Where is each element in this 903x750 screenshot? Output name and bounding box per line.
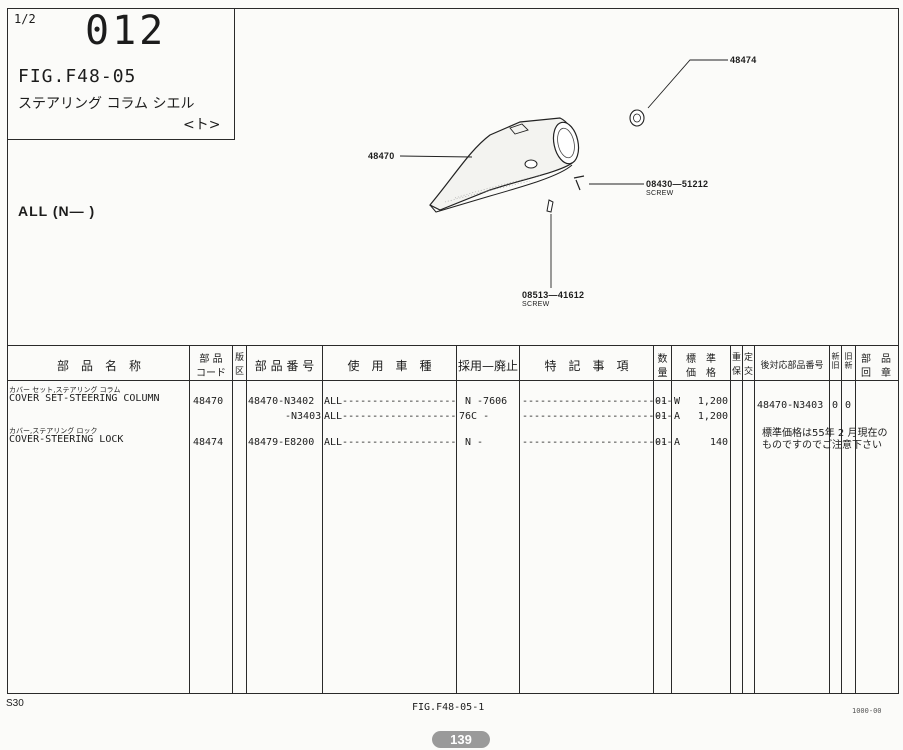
row3-price-code: A (674, 437, 681, 448)
col-header-juu-bot: 保 (731, 367, 741, 377)
row1-price-code: W (674, 396, 681, 407)
row1-remarks: ------------------------- (522, 396, 673, 407)
model-code: S30 (6, 698, 24, 709)
col-header-chapter-3: 品 (881, 354, 891, 365)
col-header-part-no: 部 品 番 号 (254, 359, 315, 373)
callout-08513: 08513—41612 (522, 290, 585, 300)
page-fraction: 1/2 (14, 12, 36, 26)
row1-after: 48470-N3403 (757, 400, 824, 411)
price-note-line2: ものですのでご注意下さい (762, 440, 882, 451)
row3-price: 140 (709, 437, 728, 448)
price-note-line1: 標準価格は55年 2 月現在の (762, 428, 888, 439)
callout-48474: 48474 (730, 55, 757, 65)
col-header-chapter-1: 部 (861, 354, 871, 365)
col-header-old-new: 旧新 (844, 352, 853, 370)
row1-name: COVER SET-STEERING COLUMN (9, 393, 160, 404)
leader-48474 (647, 59, 728, 109)
col-header-remarks: 特 記 事 項 (544, 359, 629, 373)
page-frame (7, 8, 899, 694)
callout-08513-type: SCREW (522, 301, 550, 308)
row2-remarks: ------------------------- (522, 411, 673, 422)
parts-table (7, 345, 899, 695)
row2-model: ALL------------------- (324, 411, 457, 422)
row1-code: 48470 (193, 396, 224, 407)
corner-code: 1000-00 (852, 707, 882, 715)
title-box (7, 8, 235, 140)
row1-new-old: 0 (832, 400, 839, 411)
row3-part-no: 48479-E8200 (248, 437, 315, 448)
row1-qty: 01 (655, 396, 668, 407)
col-header-after: 後対応部品番号 (760, 361, 824, 371)
figure-code: FIG.F48-05 (18, 66, 137, 87)
figure-ref: FIG.F48-05-1 (412, 702, 485, 713)
screw-drawing-1 (573, 175, 585, 191)
row2-adopt: 76C - (459, 411, 490, 422)
row1-model: ALL------------------- (324, 396, 457, 407)
callout-08430-type: SCREW (646, 190, 674, 197)
row1-part-no: 48470-N3402 (248, 396, 315, 407)
row2-part-no: -N3403 (285, 411, 322, 422)
col-header-qty-top: 数 (657, 354, 668, 365)
row3-qty: 01 (655, 437, 668, 448)
leader-48470 (399, 155, 473, 158)
row3-code: 48474 (193, 437, 224, 448)
column-cover-drawing (429, 117, 580, 213)
col-header-chapter-4: 章 (881, 368, 891, 379)
col-header-new-old: 新旧 (831, 352, 840, 370)
table-header-divider (7, 380, 899, 381)
col-header-juu-top: 重 (731, 353, 741, 363)
row1-adopt: N -7606 (465, 396, 508, 407)
group-number: 012 (85, 8, 167, 54)
part-group-sub: <ト> (183, 117, 221, 133)
col-header-qty-bot: 量 (657, 368, 668, 379)
col-header-adopt: 採用—廃止 (457, 359, 518, 373)
col-header-price-bot: 価 格 (686, 368, 716, 379)
lock-cover-drawing (629, 109, 645, 127)
page-number: 139 (432, 731, 490, 748)
applicability: ALL (N— ) (18, 203, 96, 219)
row3-kana: カバー,ステアリング ロック (9, 427, 98, 435)
col-header-code-bot: コード (196, 368, 226, 379)
col-header-chapter-2: 回 (861, 368, 871, 379)
row3-adopt: N - (465, 437, 484, 448)
row1-price: 1,200 (697, 396, 728, 407)
col-header-ver-bot: 区 (234, 367, 244, 377)
screw-drawing-2 (546, 199, 554, 213)
col-header-price-top: 標 準 (686, 354, 716, 365)
col-header-code-top: 部 品 (199, 354, 223, 365)
row3-remarks: ------------------------- (522, 437, 673, 448)
col-header-ver-top: 版 (234, 353, 244, 363)
col-header-model: 使 用 車 種 (347, 359, 432, 373)
row1-old-new: 0 (845, 400, 852, 411)
row2-qty: 01 (655, 411, 668, 422)
col-header-tei-bot: 交 (743, 367, 753, 377)
row3-model: ALL------------------- (324, 437, 457, 448)
parts-diagram (399, 59, 728, 288)
row2-price: 1,200 (697, 411, 728, 422)
row2-price-code: A (674, 411, 681, 422)
col-header-name: 部 品 名 称 (56, 359, 141, 373)
part-group-name: ステアリング コラム シエル (18, 96, 195, 112)
callout-48470: 48470 (368, 151, 395, 161)
row1-kana: カバー セット,ステアリング コラム (9, 386, 121, 394)
row3-name: COVER-STEERING LOCK (9, 434, 124, 445)
callout-08430: 08430—51212 (646, 179, 709, 189)
col-header-tei-top: 定 (743, 353, 753, 363)
